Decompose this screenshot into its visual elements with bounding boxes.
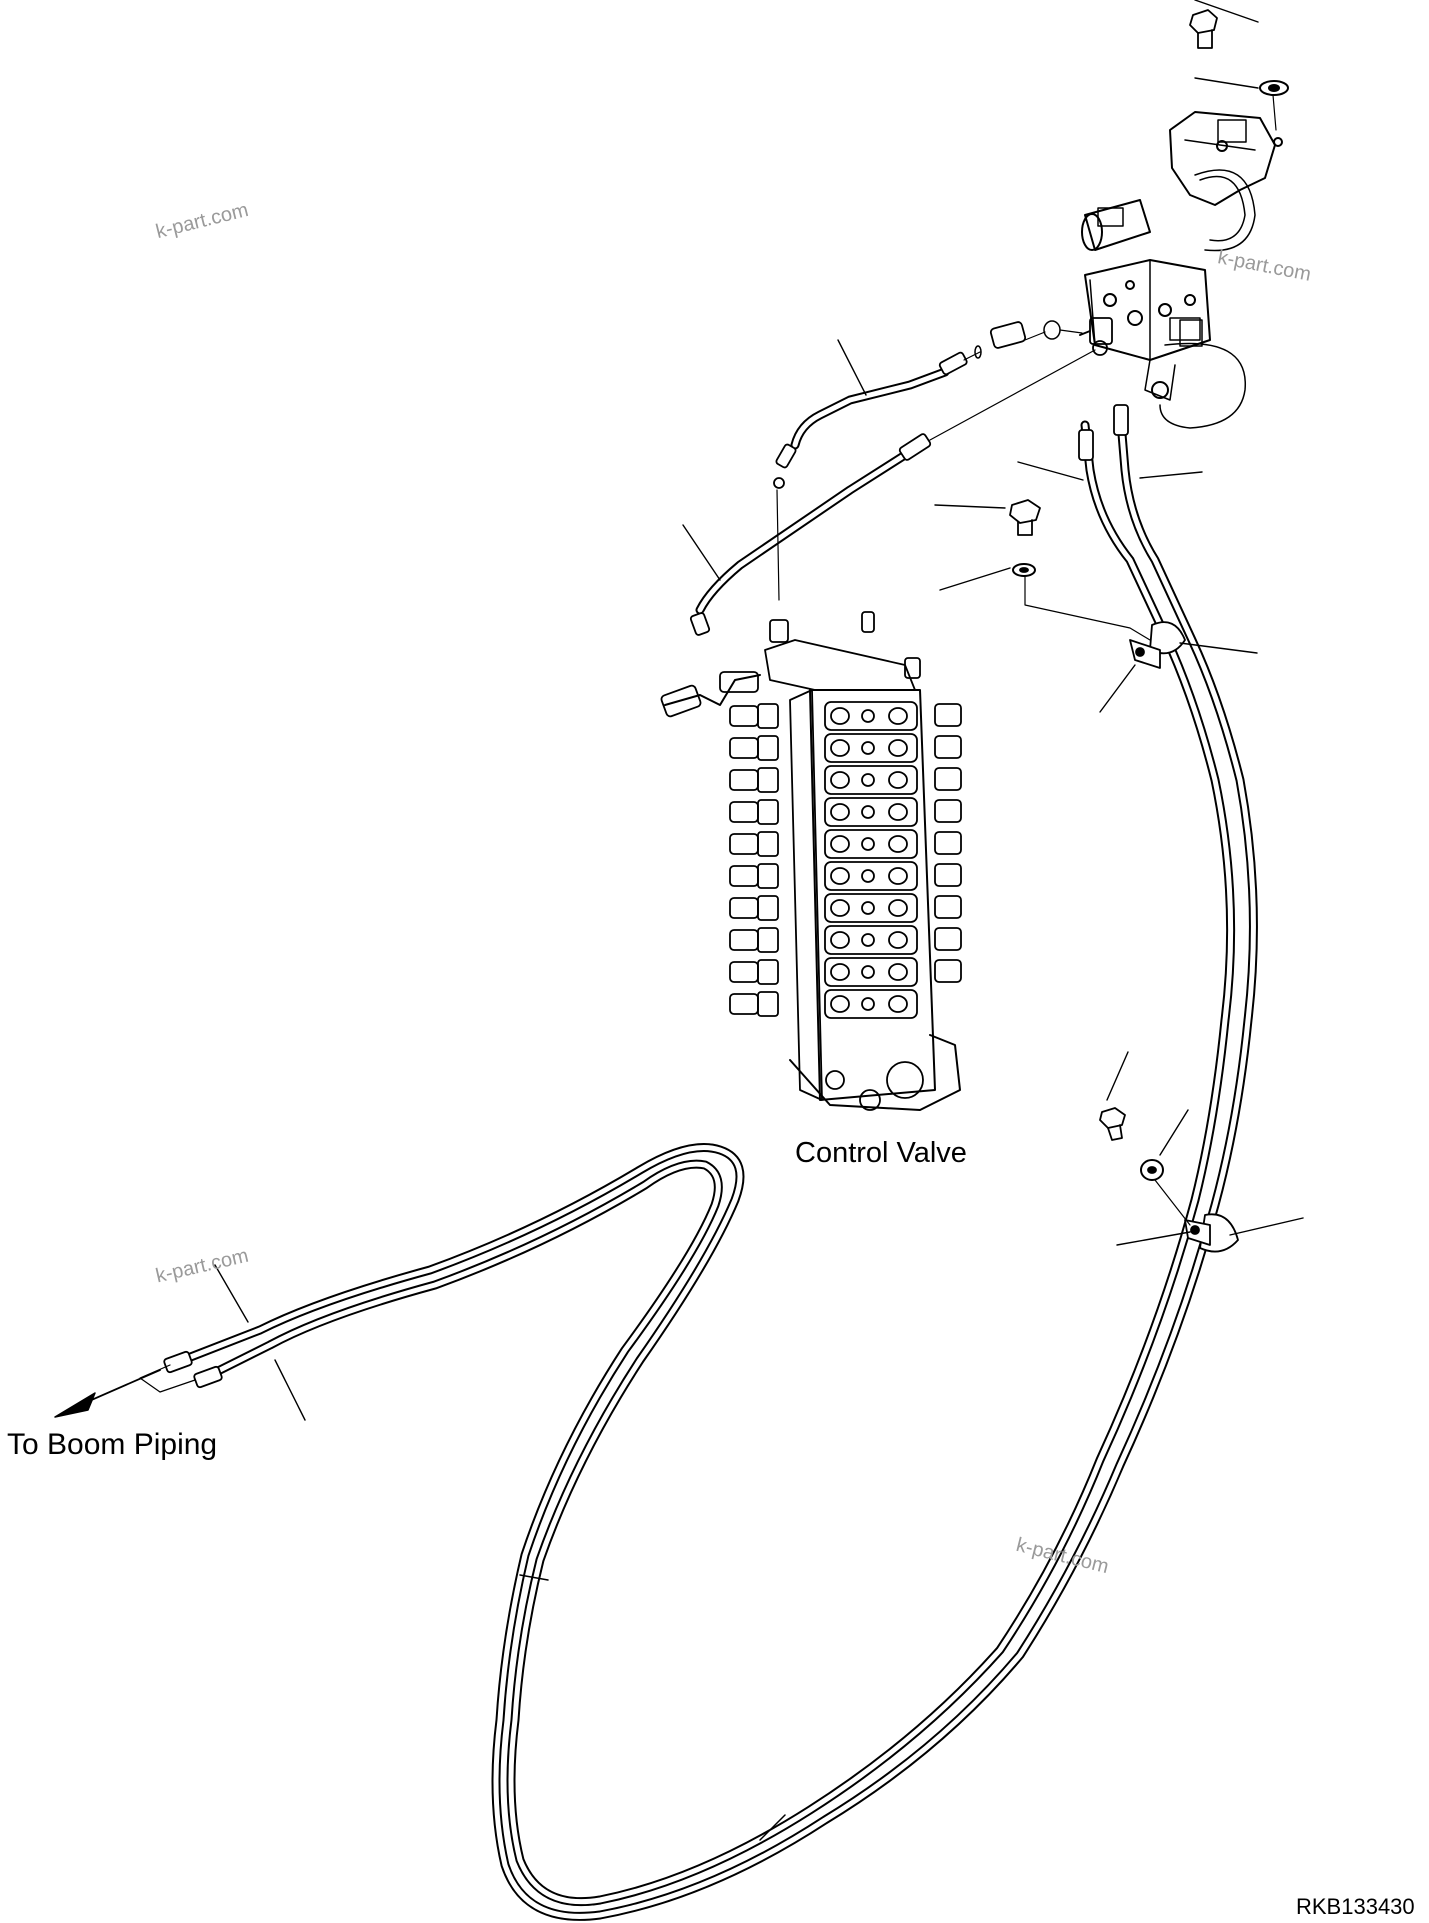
valve-section [729,701,962,731]
valve-section [729,989,918,1019]
drawing-code-label: RKB133430 [1296,1894,1415,1919]
valve-section [729,893,962,923]
valve-section [729,733,962,763]
valve-section [729,861,962,891]
control-valve-label: Control Valve [795,1137,967,1169]
solenoid-valve-assembly [974,111,1283,429]
valve-section [729,829,962,859]
hose-clamp-upper [1129,621,1186,669]
control-valve [660,611,962,1111]
valve-section [729,925,962,955]
upper-hose-1 [773,351,968,489]
hose-clamp-lower [1184,1213,1239,1253]
valve-section [729,957,962,987]
boom-piping-label: To Boom Piping [7,1428,218,1461]
valve-section [729,765,962,795]
long-hose-loop [163,404,1258,1921]
valve-section [729,797,962,827]
middle-bolt [1009,499,1151,641]
lower-bolt [1099,1107,1191,1226]
top-bolt [1189,9,1289,131]
upper-hose-2 [689,433,932,636]
